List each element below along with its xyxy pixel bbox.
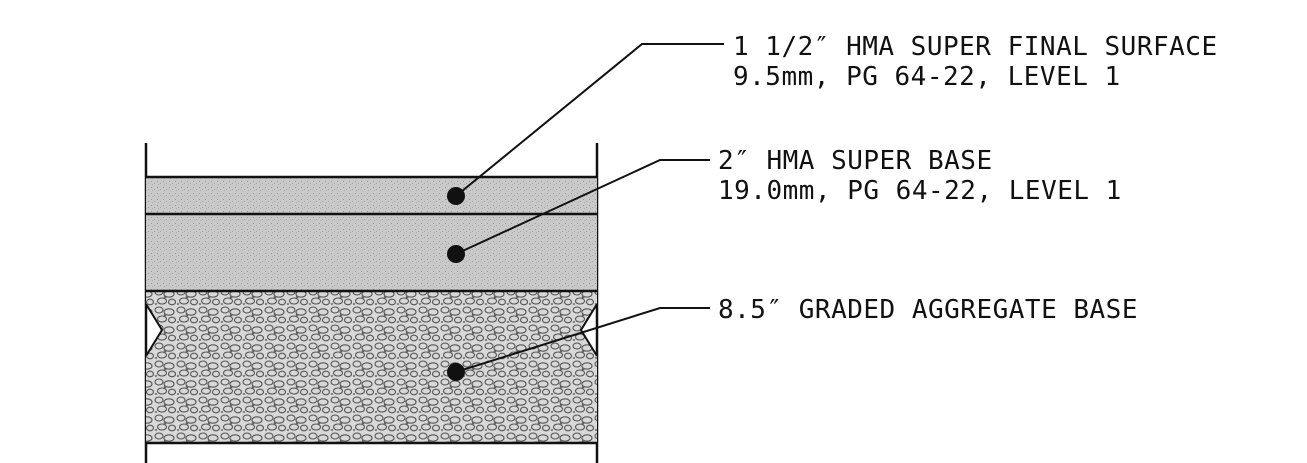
aggregate-leader-dot [447,363,465,381]
callout-labels: 1 1/2″ HMA SUPER FINAL SURFACE 9.5mm, PG… [718,32,1218,325]
callout-leaders [447,43,724,381]
surface-label-line-2: 9.5mm, PG 64-22, LEVEL 1 [733,62,1121,92]
base-label-line-2: 19.0mm, PG 64-22, LEVEL 1 [718,176,1122,206]
base-label-line-1: 2″ HMA SUPER BASE [718,146,993,176]
left-notch-line [145,303,164,357]
surface-leader-line [455,43,724,197]
aggregate-layer [146,291,597,443]
surface-layer [146,177,597,214]
base-leader-dot [447,245,465,263]
surface-label-line-1: 1 1/2″ HMA SUPER FINAL SURFACE [733,32,1218,62]
base-leader-line [455,159,710,255]
base-layer [146,214,597,291]
surface-leader-dot [447,187,465,205]
pavement-cross-section [144,143,599,463]
aggregate-leader-line [455,307,710,373]
right-notch-line [579,303,598,357]
aggregate-label-line-1: 8.5″ GRADED AGGREGATE BASE [718,295,1138,325]
